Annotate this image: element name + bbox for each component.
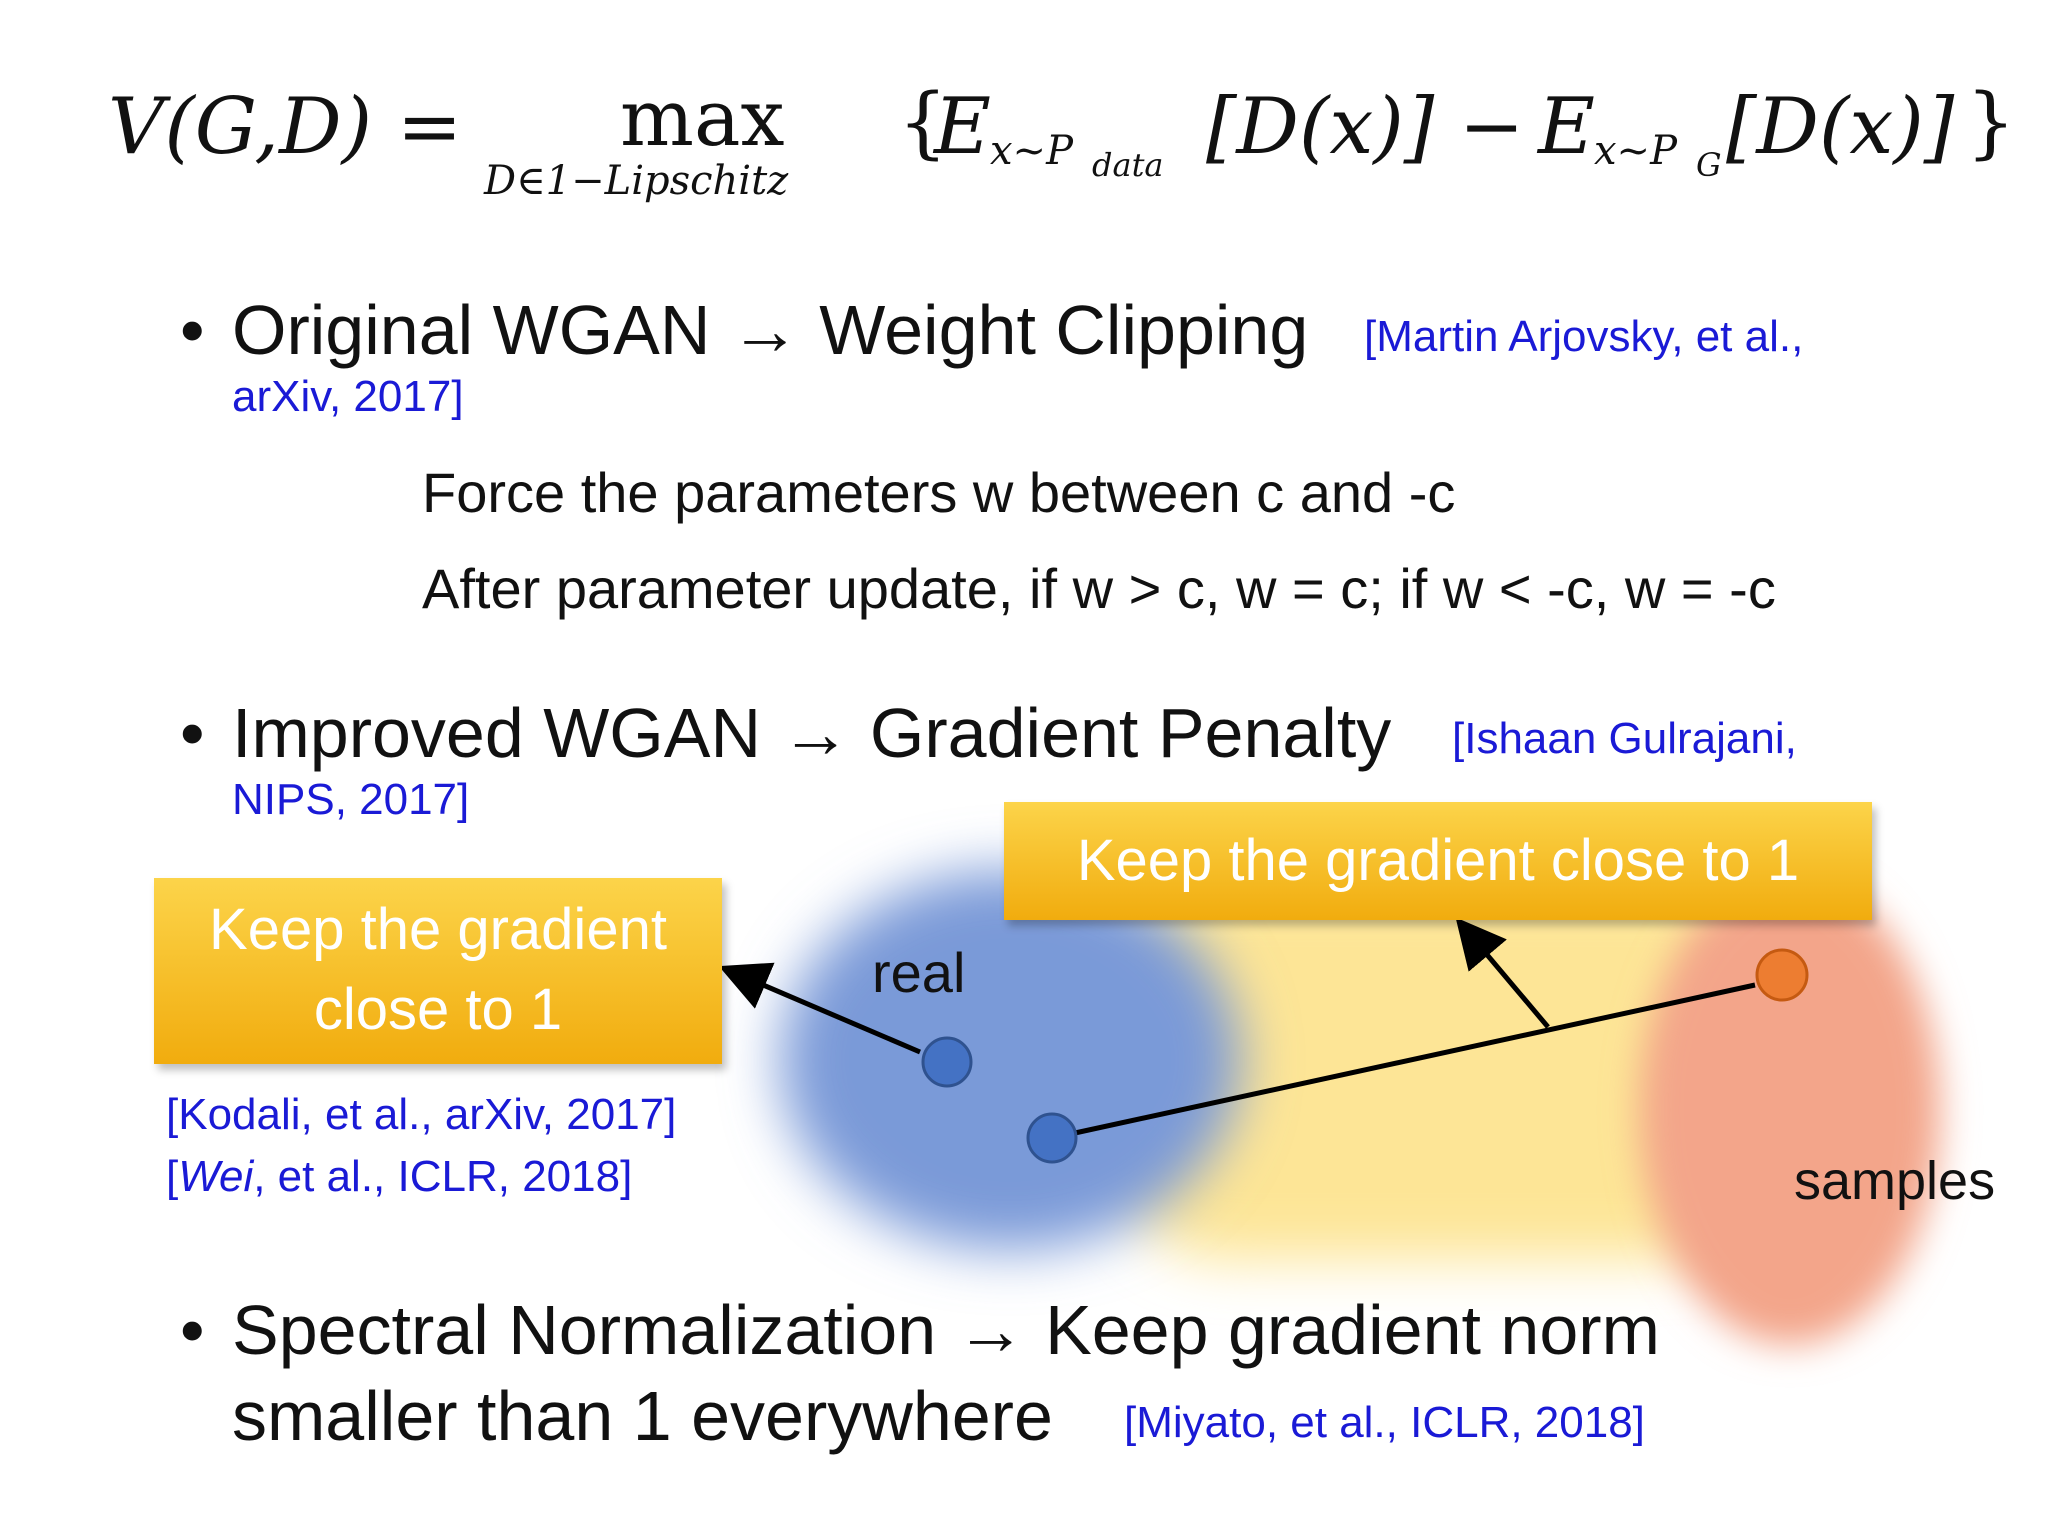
bullet-2-citation-a: [Ishaan Gulrajani, (1452, 714, 1797, 763)
wei-reference-name: Wei (178, 1152, 254, 1201)
formula-constraint: D∈1−Lipschitz (484, 158, 789, 204)
bullet-1-citation-a: [Martin Arjovsky, et al., (1364, 312, 1804, 361)
arrow-to-top-callout (1455, 917, 1550, 1029)
formula-brace-open: { (898, 78, 948, 168)
formula-max: max (620, 74, 785, 164)
top-callout-text: Keep the gradient close to 1 (1076, 828, 1800, 893)
bullet-3-marker: • (180, 1291, 205, 1369)
arrow-to-left-callout (718, 962, 921, 1055)
left-callout-line-2: close to 1 (313, 977, 563, 1042)
samples-label: samples (1794, 1151, 1996, 1211)
weight-clipping-detail-2: After parameter update, if w > c, w = c;… (422, 557, 1776, 620)
bullet-2-text: Improved WGAN → Gradient Penalty (232, 694, 1392, 772)
formula-e2: E (1538, 82, 1595, 172)
real-label: real (872, 941, 966, 1004)
bullet-3-text-line-1: Spectral Normalization → Keep gradient n… (232, 1291, 1660, 1369)
formula-e1: E (934, 82, 991, 172)
bullet-3-text-line-2: smaller than 1 everywhere (232, 1377, 1053, 1455)
formula-lhs: V(G,D) = (108, 82, 463, 172)
bullet-1-marker: • (180, 291, 205, 369)
kodali-reference: [Kodali, et al., arXiv, 2017] (166, 1090, 677, 1139)
bullet-2-citation-b: NIPS, 2017] (232, 775, 470, 824)
wei-reference-open: [ (166, 1152, 179, 1201)
formula-e1-subsub: data (1092, 146, 1164, 184)
formula-e2-subsub: G (1696, 146, 1722, 184)
bullet-1-citation-b: arXiv, 2017] (232, 372, 464, 421)
formula-d2: [D(x)] (1726, 82, 1955, 172)
bullet-1-text: Original WGAN → Weight Clipping (232, 291, 1309, 369)
weight-clipping-detail-1: Force the parameters w between c and -c (422, 461, 1456, 524)
top-gradient-callout: Keep the gradient close to 1 (1004, 802, 1872, 920)
left-callout-line-1: Keep the gradient (209, 897, 667, 962)
wei-reference: [Wei, et al., ICLR, 2018] (166, 1152, 632, 1202)
wgan-objective-formula: V(G,D) = max D∈1−Lipschitz { E x~P data … (108, 70, 2016, 220)
bullet-2-marker: • (180, 694, 205, 772)
real-point-2 (1026, 1112, 1078, 1164)
formula-e2-sub: x~P (1594, 128, 1677, 174)
real-distribution-blob (780, 870, 1240, 1250)
formula-e1-sub: x~P (990, 128, 1073, 174)
real-point-1 (921, 1036, 973, 1088)
samples-distribution-blob (1640, 875, 1940, 1345)
formula-brace-close: } (1966, 78, 2016, 168)
between-region-blob (1110, 880, 1790, 1260)
wei-reference-rest: , et al., ICLR, 2018] (253, 1152, 633, 1201)
interpolation-line (1051, 982, 1756, 1141)
sample-point (1755, 948, 1809, 1002)
formula-d1: [D(x)] − (1206, 82, 1525, 172)
left-gradient-callout: Keep the gradient close to 1 (154, 878, 722, 1064)
bullet-3-citation: [Miyato, et al., ICLR, 2018] (1124, 1398, 1645, 1447)
